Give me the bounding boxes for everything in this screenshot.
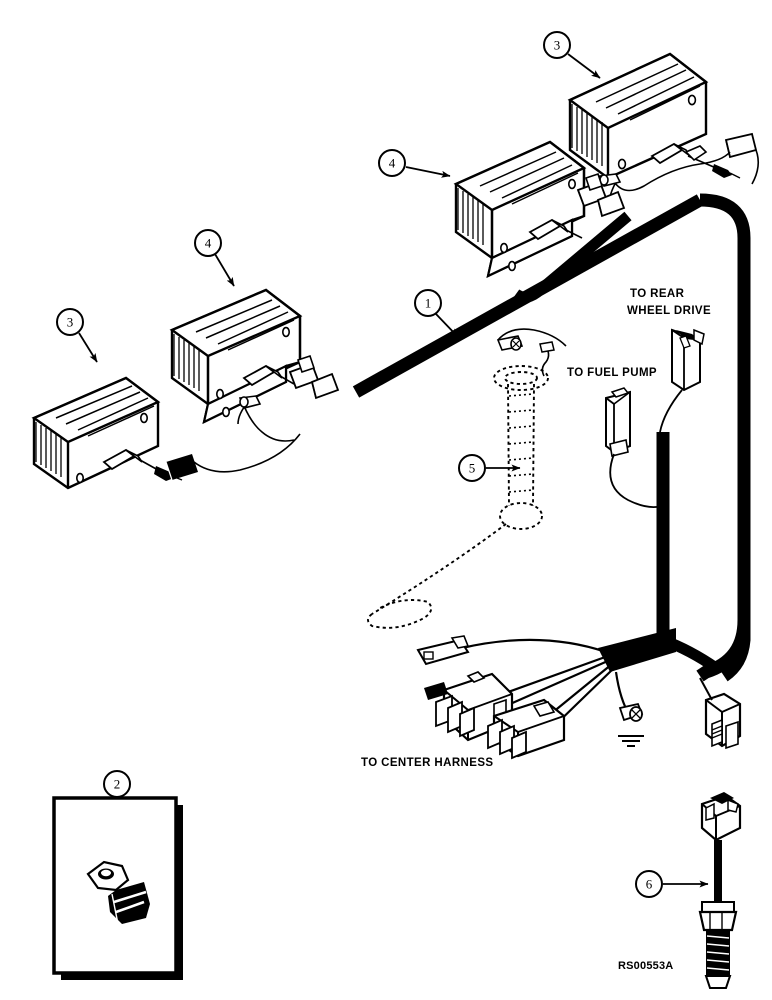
fuel-pump-connector (605, 387, 663, 509)
callout-circle (635, 870, 663, 898)
callout-3-upper-right: 3 (543, 31, 601, 79)
spade-terminal-center-harness (416, 635, 470, 666)
callout-layer: 3 4 4 3 1 5 2 6 (56, 31, 709, 898)
callout-3-left: 3 (56, 308, 98, 363)
callout-leader-line (78, 332, 98, 363)
callout-number: 3 (554, 38, 561, 53)
ring-terminal-top (598, 173, 622, 187)
harness-end-connector (699, 677, 742, 750)
lamp-assembly-left-middle (169, 288, 303, 424)
ring-terminal-mid (496, 328, 567, 377)
callout-number: 4 (389, 156, 396, 171)
multipin-connector-right (487, 698, 566, 760)
callout-4-upper-mid: 4 (378, 149, 451, 178)
bullet-terminal-top (684, 145, 708, 162)
label-to-rear-wheel-drive-line1: TO REAR (630, 288, 685, 300)
ring-terminal-left (238, 395, 262, 409)
callout-leader-line (214, 253, 235, 287)
callout-circle (56, 308, 84, 336)
callout-5-coil: 5 (458, 454, 521, 482)
connector-pair-left-middle (288, 354, 340, 400)
callout-number: 2 (114, 777, 121, 792)
callout-2-inset: 2 (103, 770, 131, 798)
callout-number: 5 (469, 461, 476, 476)
callout-number: 4 (205, 236, 212, 251)
ground-symbol (618, 735, 644, 747)
callout-6-sensor: 6 (635, 870, 709, 898)
coil-ticks (508, 393, 534, 493)
lamp-assembly-top-right (567, 52, 741, 180)
label-to-rear-wheel-drive-line2: WHEEL DRIVE (627, 305, 712, 317)
connector-pair-top-middle (576, 172, 626, 218)
inline-connector-left (165, 454, 198, 481)
callout-number: 6 (646, 877, 653, 892)
label-to-center-harness: TO CENTER HARNESS (361, 757, 494, 769)
callout-number: 1 (425, 296, 432, 311)
callout-circle (458, 454, 486, 482)
ground-ring-terminal (618, 702, 644, 722)
clamp-part (86, 860, 150, 925)
inset-box-item-2 (52, 796, 183, 980)
callout-circle (414, 289, 442, 317)
callout-leader-line (567, 53, 601, 79)
harness-trunk (352, 193, 751, 682)
callout-number: 3 (67, 315, 74, 330)
callout-circle (378, 149, 406, 177)
callout-circle (194, 229, 222, 257)
callout-leader-line (435, 313, 459, 338)
coiled-cable-phantom (367, 365, 549, 629)
label-drawing-number: RS00553A (618, 960, 674, 972)
rear-wheel-drive-connector (659, 328, 705, 433)
callout-leader-line (405, 166, 451, 178)
callout-1-harness: 1 (414, 289, 459, 338)
lamp-assembly-far-left (31, 376, 183, 490)
lamp-assembly-top-middle (453, 140, 587, 278)
connector-block-top-right (724, 132, 760, 185)
callout-circle (103, 770, 131, 798)
callout-circle (543, 31, 571, 59)
label-to-fuel-pump: TO FUEL PUMP (567, 367, 657, 379)
callout-4-left: 4 (194, 229, 235, 287)
sensor-switch-item-6 (698, 792, 742, 989)
